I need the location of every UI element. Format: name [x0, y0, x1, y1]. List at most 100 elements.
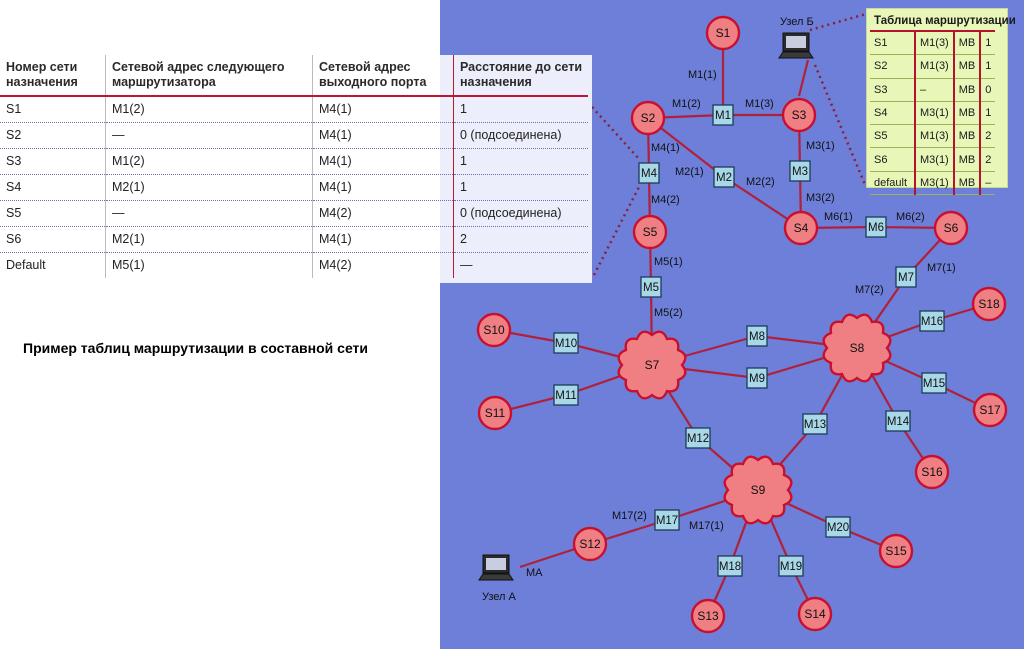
- router-m15: M15: [921, 372, 947, 394]
- network-s14: S14: [797, 596, 833, 632]
- dotted-connector: [592, 184, 642, 276]
- keyboard-base: [778, 51, 814, 59]
- router-label: M6: [868, 222, 884, 234]
- table-cell: —: [453, 252, 588, 278]
- table-cell: MB: [953, 147, 982, 172]
- table-cell: M4(1): [312, 148, 454, 175]
- figure-caption: Пример таблиц маршрутизации в составной …: [23, 340, 369, 356]
- port-label: M3(1): [806, 140, 835, 152]
- port-labels: M1(1)M1(2)M1(3)M3(1)M3(2)M2(1)M2(2)M4(1)…: [612, 69, 956, 532]
- router-m3: M3: [789, 160, 811, 182]
- port-label: M4(2): [651, 194, 680, 206]
- router-m2: M2: [713, 166, 735, 188]
- table-cell: MB: [953, 78, 982, 102]
- network-label: S1: [716, 26, 731, 40]
- table-cell: 1: [980, 30, 996, 56]
- network-circle: [972, 392, 1008, 428]
- table-cell: S3: [870, 78, 916, 102]
- port-label: M4(1): [651, 142, 680, 154]
- network-label: S9: [751, 483, 766, 497]
- table-cell: 1: [453, 96, 588, 123]
- router-box: [713, 166, 735, 188]
- router-box: [654, 509, 680, 531]
- table-cell: M4(1): [312, 122, 454, 149]
- network-circle: [933, 210, 969, 246]
- network-s16: S16: [914, 454, 950, 490]
- table-cell: M4(2): [312, 200, 454, 227]
- network-s1: S1: [705, 15, 741, 51]
- table-cell: —: [105, 122, 313, 149]
- node-a-port-label: MA: [526, 567, 543, 579]
- table-cell: M1(3): [915, 54, 955, 79]
- port-label: M17(2): [612, 510, 647, 522]
- dotted-connector: [813, 64, 868, 188]
- network-label: S11: [485, 406, 506, 420]
- router-m5: M5: [640, 276, 662, 298]
- table-cell: M1(2): [105, 148, 313, 175]
- node-b-label: Узел Б: [780, 16, 814, 28]
- network-circle: [572, 526, 608, 562]
- network-s3: S3: [781, 97, 817, 133]
- network-label: S8: [850, 341, 865, 355]
- dotted-connector: [809, 12, 867, 32]
- table-cell: S3: [0, 148, 106, 175]
- router-box: [919, 310, 945, 332]
- monitor-screen: [486, 558, 506, 570]
- router-box: [778, 555, 804, 577]
- table-cell: S5: [870, 124, 916, 149]
- cloud-shape: [723, 455, 793, 525]
- cloud-shape: [822, 313, 892, 383]
- monitor-screen: [786, 36, 806, 48]
- table-cell: 1: [980, 54, 996, 79]
- port-label: M2(1): [675, 166, 704, 178]
- table-cell: M5(1): [105, 252, 313, 278]
- router-label: M11: [555, 390, 577, 402]
- table-cell: MB: [953, 30, 982, 56]
- network-s10: S10: [476, 312, 512, 348]
- router-label: M10: [555, 338, 577, 350]
- router-m7: M7: [895, 266, 917, 288]
- port-label: M17(1): [689, 520, 724, 532]
- table-row: S5—M4(2)0 (подсоединена): [0, 200, 588, 227]
- keyboard-base: [478, 573, 514, 581]
- table-cell: S1: [0, 96, 106, 123]
- network-label: S16: [921, 465, 943, 479]
- network-circle: [705, 15, 741, 51]
- port-label: M5(2): [654, 307, 683, 319]
- router-m14: M14: [885, 410, 911, 432]
- node-a-computer-icon: [478, 554, 514, 581]
- table-cell: 2: [980, 124, 996, 149]
- router-label: M1: [715, 110, 731, 122]
- router-label: M18: [719, 561, 741, 573]
- table-cell: M3(1): [915, 101, 955, 126]
- network-label: S2: [641, 111, 656, 125]
- table-cell: S6: [870, 147, 916, 172]
- router-m6: M6: [865, 216, 887, 238]
- router-box: [865, 216, 887, 238]
- network-s13: S13: [690, 598, 726, 634]
- table-row: S2—M4(1)0 (подсоединена): [0, 122, 588, 149]
- table-cell: M4(1): [312, 96, 454, 123]
- node-b-computer-icon: [778, 32, 814, 59]
- table-cell: M4(1): [312, 174, 454, 201]
- port-label: M7(1): [927, 262, 956, 274]
- router-m16: M16: [919, 310, 945, 332]
- network-s7: S7: [617, 330, 687, 400]
- router-label: M7: [898, 272, 914, 284]
- table-cell: 0 (подсоединена): [453, 122, 588, 149]
- network-circle: [914, 454, 950, 490]
- router-label: M20: [827, 522, 849, 534]
- router-label: M16: [921, 316, 943, 328]
- router-label: M17: [656, 515, 678, 527]
